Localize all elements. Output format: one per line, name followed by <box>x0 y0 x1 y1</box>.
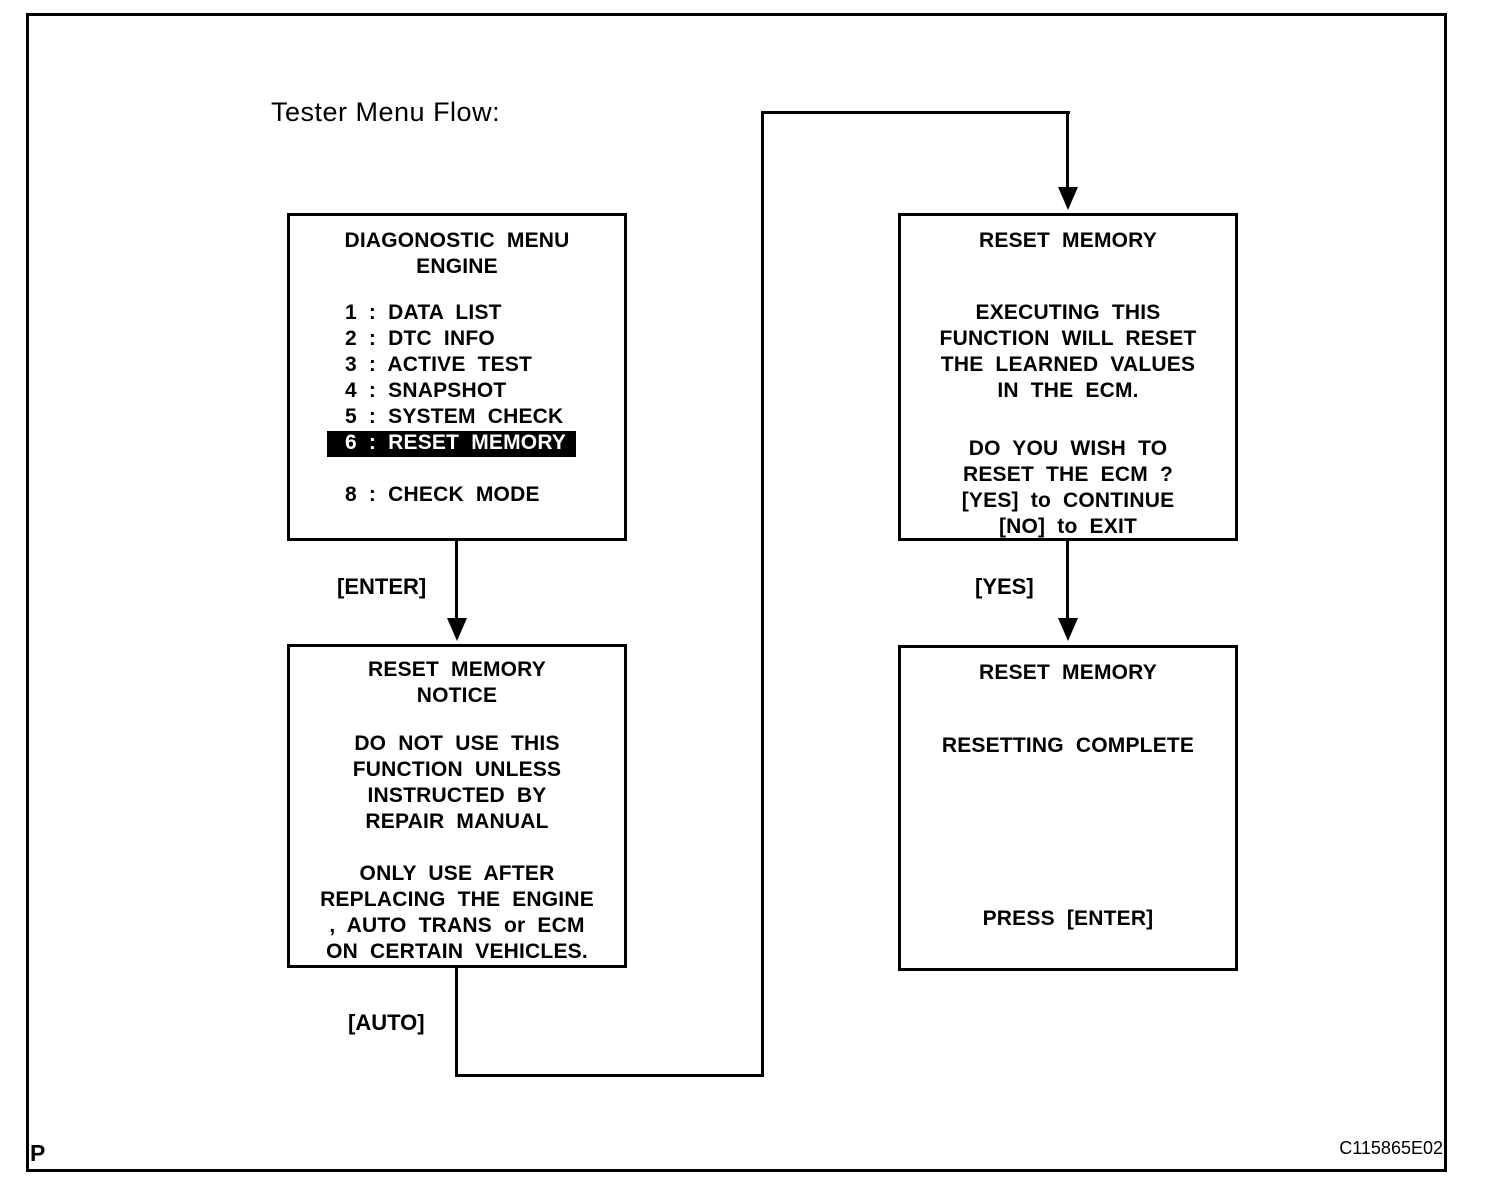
connector-yes-line <box>1066 541 1069 619</box>
connector-auto-down-line <box>455 968 458 1077</box>
spacer <box>901 759 1235 906</box>
screen-reset-memory-notice: RESET MEMORY NOTICE DO NOT USE THIS FUNC… <box>287 644 627 968</box>
question-line: [NO] to EXIT <box>998 515 1138 538</box>
figure-code: C115865E02 <box>1339 1138 1443 1158</box>
arrowhead-enter <box>447 618 467 641</box>
transition-label-auto: [AUTO] <box>348 1010 425 1035</box>
screen-reset-memory-complete: RESET MEMORY RESETTING COMPLETE PRESS [E… <box>898 645 1238 971</box>
page-border <box>26 13 1447 1172</box>
body-line: THE LEARNED VALUES <box>940 353 1196 376</box>
spacer <box>901 254 1235 300</box>
question-line: [YES] to CONTINUE <box>961 489 1175 512</box>
menu-item-snapshot: 4 : SNAPSHOT <box>345 379 507 402</box>
body-line: FUNCTION WILL RESET <box>939 327 1197 350</box>
screen-subtitle: NOTICE <box>416 684 498 707</box>
screen-subtitle: ENGINE <box>416 255 498 278</box>
spacer <box>290 456 624 482</box>
connector-auto-drop-line <box>1066 111 1069 188</box>
spacer <box>290 280 624 300</box>
usage-line: ON CERTAIN VEHICLES. <box>326 940 588 963</box>
warning-line: INSTRUCTED BY <box>367 784 547 807</box>
arrowhead-yes <box>1058 618 1078 641</box>
menu-item-dtc-info: 2 : DTC INFO <box>345 327 495 350</box>
menu-item-active-test: 3 : ACTIVE TEST <box>345 353 533 376</box>
prompt-line: PRESS [ENTER] <box>982 907 1154 930</box>
usage-line: ONLY USE AFTER <box>359 862 555 885</box>
transition-label-enter: [ENTER] <box>337 574 427 599</box>
screen-title: RESET MEMORY <box>979 229 1157 252</box>
status-line: RESETTING COMPLETE <box>941 734 1195 757</box>
warning-line: DO NOT USE THIS <box>354 732 560 755</box>
connector-auto-bottom-line <box>455 1074 764 1077</box>
spacer <box>901 686 1235 733</box>
body-line: IN THE ECM. <box>997 379 1139 402</box>
question-line: RESET THE ECM ? <box>962 463 1173 486</box>
spacer <box>901 404 1235 436</box>
screen-diagnostic-menu: DIAGONOSTIC MENU ENGINE 1 : DATA LIST 2 … <box>287 213 627 541</box>
screen-title: RESET MEMORY <box>979 661 1157 684</box>
menu-item-reset-memory-selected: 6 : RESET MEMORY <box>290 430 624 457</box>
menu-item-data-list: 1 : DATA LIST <box>345 301 502 324</box>
menu-item-system-check: 5 : SYSTEM CHECK <box>345 405 564 428</box>
connector-auto-up-line <box>761 111 764 1077</box>
screen-title: DIAGONOSTIC MENU <box>344 229 570 252</box>
diagram-title: Tester Menu Flow: <box>271 97 501 127</box>
menu-item-check-mode: 8 : CHECK MODE <box>345 483 540 506</box>
body-line: EXECUTING THIS <box>975 301 1161 324</box>
spacer <box>290 835 624 861</box>
question-line: DO YOU WISH TO <box>968 437 1168 460</box>
spacer <box>290 709 624 731</box>
connector-auto-top-line <box>761 111 1070 114</box>
screen-reset-memory-confirm: RESET MEMORY EXECUTING THIS FUNCTION WIL… <box>898 213 1238 541</box>
page-marker: P <box>30 1140 46 1166</box>
usage-line: REPLACING THE ENGINE <box>320 888 594 911</box>
connector-enter-line <box>455 541 458 619</box>
transition-label-yes: [YES] <box>975 574 1034 599</box>
warning-line: REPAIR MANUAL <box>365 810 549 833</box>
warning-line: FUNCTION UNLESS <box>352 758 562 781</box>
usage-line: , AUTO TRANS or ECM <box>329 914 585 937</box>
arrowhead-auto <box>1058 187 1078 210</box>
selected-highlight: 6 : RESET MEMORY <box>327 431 577 457</box>
screen-title: RESET MEMORY <box>368 658 546 681</box>
